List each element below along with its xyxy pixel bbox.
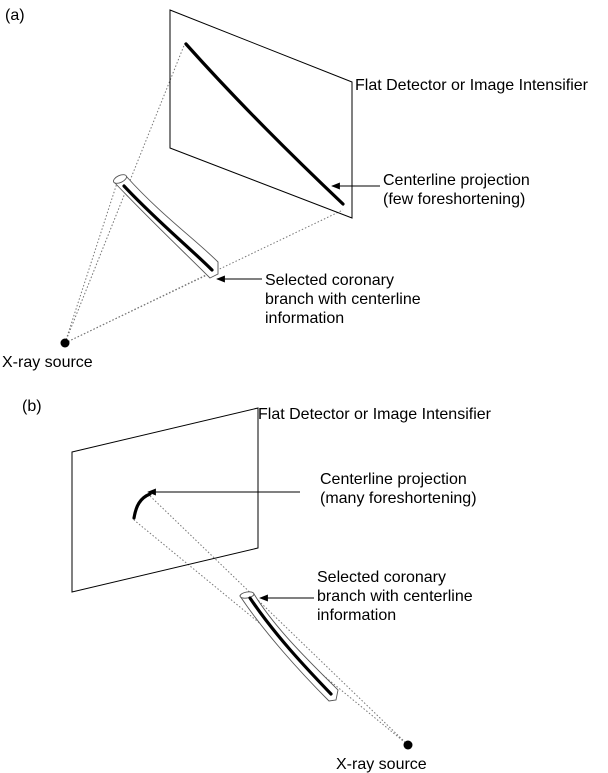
- panel-b-branch-label-line-2: branch with centerline: [317, 588, 473, 605]
- panel-a-branch-label-line-2: branch with centerline: [265, 291, 421, 308]
- panel-a-detector-plane: [169, 9, 353, 219]
- panel-a-projection-label-line-2: (few foreshortening): [383, 191, 525, 208]
- panel-b-detector-label: Flat Detector or Image Intensifier: [258, 406, 492, 423]
- panel-a-coronary-branch: [113, 174, 219, 279]
- panel-b-xray-source: [403, 740, 413, 750]
- panel-a-centerline-projection: [184, 42, 345, 206]
- panel-b-source-label: X-ray source: [336, 756, 427, 773]
- panel-a-projection-label: Centerline projection (few foreshortenin…: [383, 172, 534, 208]
- panel-b-xray-rays: [133, 493, 409, 746]
- panel-a-xray-source: [60, 338, 70, 348]
- panel-a-source-label: X-ray source: [2, 354, 93, 371]
- panel-a: (a) Flat Detector or Image Intensifier C…: [2, 7, 589, 371]
- panel-a-branch-label: Selected coronary branch with centerline…: [265, 272, 425, 327]
- panel-b-projection-label-line-1: Centerline projection: [320, 471, 467, 488]
- panel-a-branch-label-line-3: information: [265, 310, 344, 327]
- panel-b-label: (b): [22, 398, 42, 415]
- panel-b-branch-label-line-3: information: [317, 607, 396, 624]
- panel-b-branch-label: Selected coronary branch with centerline…: [317, 569, 477, 624]
- panel-b-coronary-branch: [239, 591, 339, 702]
- panel-a-projection-label-line-1: Centerline projection: [383, 172, 530, 189]
- panel-a-label: (a): [5, 7, 25, 24]
- panel-a-detector-label: Flat Detector or Image Intensifier: [355, 77, 589, 94]
- panel-b: (b) Flat Detector or Image Intensifier C…: [22, 398, 492, 773]
- panel-b-detector-plane: [71, 407, 259, 593]
- panel-b-projection-label-line-2: (many foreshortening): [320, 490, 477, 507]
- panel-b-branch-label-line-1: Selected coronary: [317, 569, 446, 586]
- panel-b-projection-label: Centerline projection (many foreshorteni…: [320, 471, 477, 507]
- panel-a-branch-label-line-1: Selected coronary: [265, 272, 394, 289]
- panel-b-centerline-projection: [132, 492, 152, 520]
